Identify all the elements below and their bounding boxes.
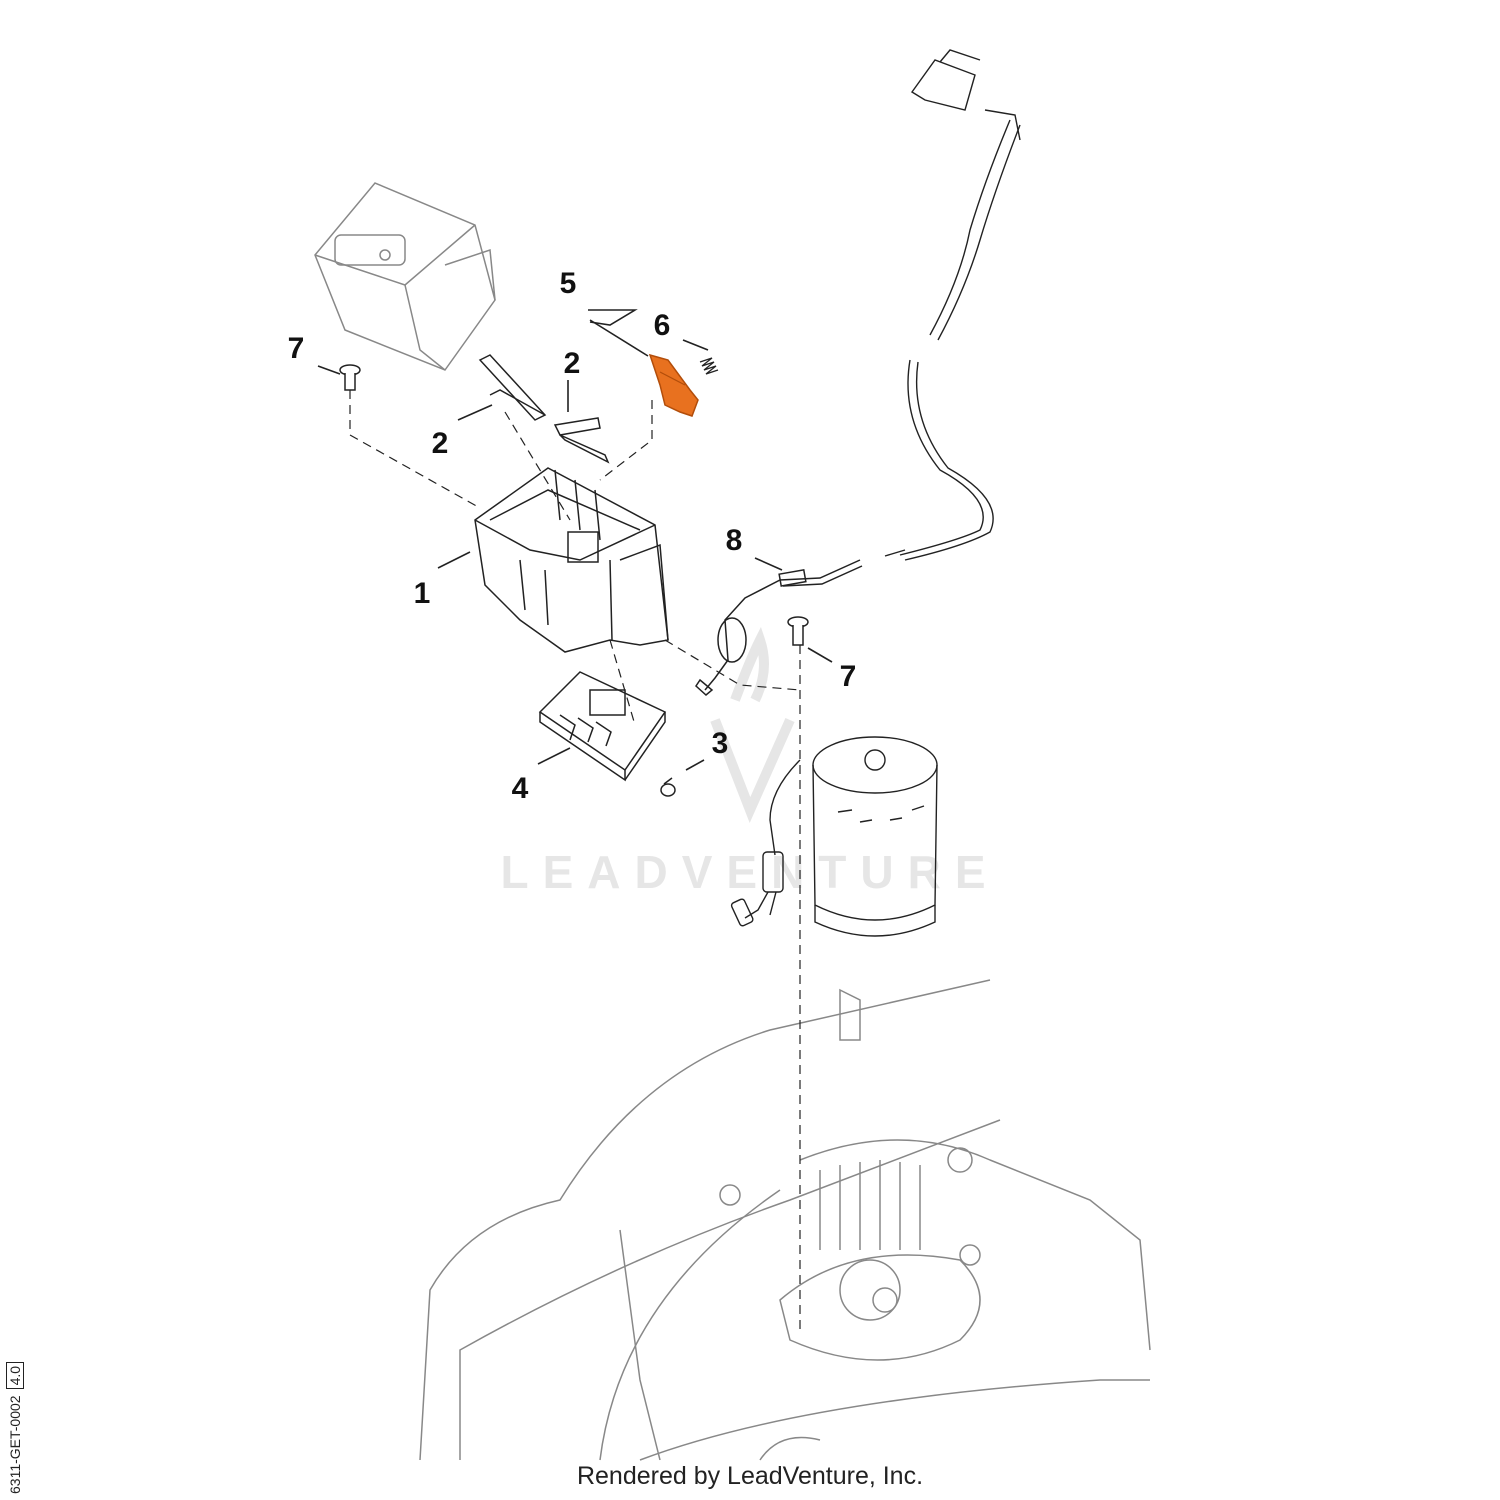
part-5-latch-highlighted	[648, 353, 699, 417]
callout-7-right: 7	[840, 660, 857, 693]
part-6-spring	[699, 357, 719, 375]
watermark-text: LEADVENTURE	[500, 846, 999, 898]
part-4-control-board	[538, 671, 667, 782]
callout-6: 6	[654, 309, 671, 342]
leader-lines	[317, 309, 833, 771]
callout-8: 8	[726, 524, 743, 557]
wire-harness	[884, 49, 1021, 561]
doc-revision: 4.0	[6, 1361, 24, 1390]
assembly-guide-lines	[349, 390, 801, 1330]
part-2-strip-right	[553, 417, 610, 464]
callout-2-right: 2	[564, 347, 581, 380]
callout-5: 5	[560, 267, 577, 300]
battery-pack	[314, 182, 496, 371]
part-3-screw	[660, 777, 676, 797]
watermark-logo	[710, 626, 795, 824]
callout-3: 3	[712, 727, 729, 760]
part-7-screw-right	[787, 616, 809, 646]
part-1-battery-housing	[474, 467, 669, 653]
doc-id: 6311-GET-0002 4.0	[6, 1361, 24, 1494]
callout-7-left: 7	[288, 332, 305, 365]
callout-4: 4	[512, 772, 529, 805]
callout-1: 1	[414, 577, 431, 610]
mower-deck	[419, 979, 1151, 1461]
part-7-screw-left	[339, 364, 361, 391]
callout-2-left: 2	[432, 427, 449, 460]
motor	[730, 736, 938, 937]
part-8-cable	[695, 559, 863, 696]
footer-credit: Rendered by LeadVenture, Inc.	[576, 1462, 924, 1490]
doc-id-number: 6311-GET-0002	[7, 1395, 23, 1494]
part-2-strip-left	[478, 354, 547, 421]
